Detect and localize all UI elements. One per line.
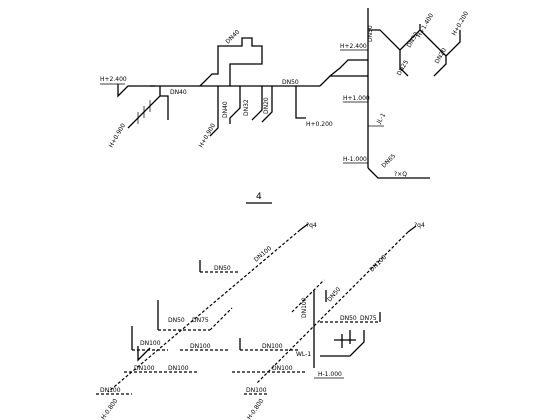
dn-v3-label: DN20: [263, 97, 270, 114]
dn-diag-label: DN100: [253, 245, 273, 264]
pipe-lower-branch-2b: [209, 307, 233, 331]
dn-riser-bot-label: DN65: [380, 152, 397, 169]
pipe-left-stub: [117, 84, 155, 98]
dn-50b-label: DN50: [168, 317, 185, 324]
dn-100e-label: DN100: [100, 387, 121, 394]
pipe-lower-hook: [137, 346, 151, 362]
tag-right-label: ?q4: [414, 222, 425, 229]
elev-mid-right-label: H+0.200: [306, 121, 333, 128]
elev-riser-top-label: H+2.400: [340, 43, 367, 50]
dn-100f-label: DN100: [262, 343, 283, 350]
pipe-mid-branch-4: [261, 86, 273, 123]
dn-50a-label: DN50: [214, 265, 231, 272]
dn-right-b-label: DN32: [406, 31, 421, 49]
elev-lower-right-label: H-0.800: [246, 397, 266, 420]
section-title: 4: [246, 192, 272, 204]
pipe-lower-r-hatch-1: [334, 330, 356, 348]
dn-100-riser-mark: DN100: [301, 297, 308, 318]
riser-label: JL-1: [375, 112, 387, 126]
riser-tag-label: ?×Q: [394, 171, 407, 178]
pipe-riser-out: [367, 167, 430, 179]
diagram-number: 4: [256, 192, 262, 202]
dn-v1-label: DN40: [222, 101, 229, 118]
elev-lower-left-label: H-0.800: [100, 397, 120, 420]
elev-mid-low-label: H+0.900: [198, 122, 218, 149]
elev-riser-mid-label: H+1.000: [343, 95, 370, 102]
pipe-lower-r-hatch-2: [320, 330, 365, 357]
dn-100d-label: DN100: [168, 365, 189, 372]
tag-left-label: ?q4: [306, 222, 317, 229]
pipe-top-loop: [199, 37, 263, 87]
pipe-main-to-riser: [319, 75, 368, 87]
elev-lower-low-label: H-1.000: [318, 371, 342, 378]
upper-system-diagram: H+2.400 DN40 H+0.900 DN40 DN40 DN32 DN20…: [100, 8, 470, 179]
elev-left-label: H+2.400: [100, 76, 127, 83]
pipe-mid-branch-2: [229, 86, 241, 124]
dn-100c-label: DN100: [134, 365, 155, 372]
dn-100b-label: DN100: [140, 340, 161, 347]
dn-75b-label: DN75: [360, 315, 377, 322]
pipe-lower-left-top: [299, 223, 309, 231]
elev-left-low-label: H+0.900: [108, 122, 128, 149]
pipe-lower-right-diagonal: [255, 231, 409, 385]
pipe-lower-right-top: [407, 225, 417, 233]
dn-right-a-label: DN25: [396, 59, 411, 77]
dn-top-label: DN40: [224, 28, 241, 45]
lower-system-diagram: ?q4 DN100 DN50 DN50 DN75 DN100 DN100 DN1…: [96, 222, 425, 420]
pipe-mid-branch-3: [251, 86, 263, 121]
pipe-riser-top-branch: [329, 59, 368, 77]
dn-75-label: DN75: [192, 317, 209, 324]
pipe-right-branch-b: [419, 29, 461, 57]
pipe-right-branch-c: [433, 56, 447, 77]
dn-100h-label: DN100: [246, 387, 267, 394]
pipe-lower-left-diagonal: [107, 229, 301, 393]
dn-mid-label: DN50: [282, 79, 299, 86]
pipe-lower-rbranch-5: [291, 279, 325, 313]
elev-riser-low-label: H-1.000: [343, 156, 367, 163]
pipe-mid-branch-1: [209, 86, 219, 137]
pipe-mid-right-drop: [295, 86, 306, 119]
dn-riser-top-label: DN50: [367, 25, 374, 42]
riser-label-lower: WL-1: [296, 351, 311, 358]
dn-left-label: DN40: [170, 89, 187, 96]
dn-50c-label: DN50: [340, 315, 357, 322]
pipe-left-diagonal: [127, 86, 169, 129]
dn-v2-label: DN32: [243, 99, 250, 116]
dn-100g-label: DN100: [272, 365, 293, 372]
dn-100a-label: DN100: [190, 343, 211, 350]
dn-100v-label: DN100: [368, 254, 388, 274]
